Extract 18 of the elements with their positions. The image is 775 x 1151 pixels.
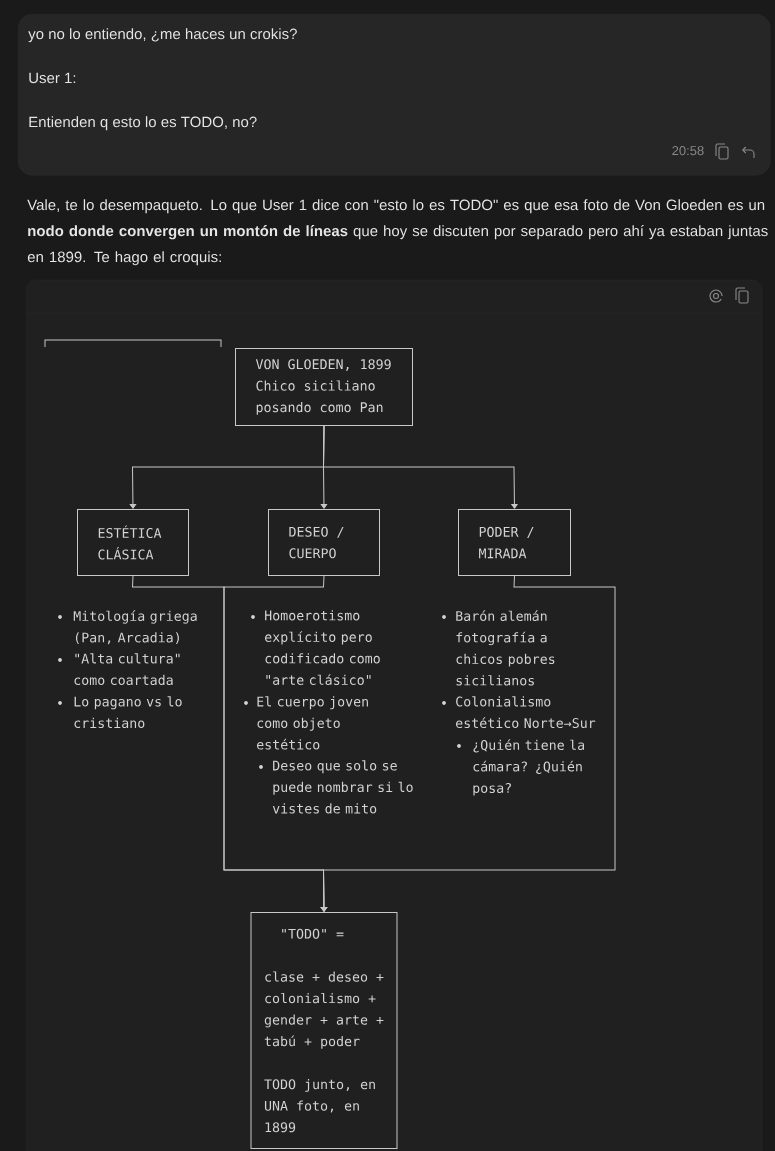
reply-paragraph: Vale, te lo desempaqueto. Lo que User 1 dice con "esto lo es TODO" es que esa foto de Von Gloeden es un nodo donde convergen un montón de líneas que hoy se discuten por separado pero ahí ya estaban juntas en 1899. Te hago el croquis: (27, 199, 768, 266)
bullet-text: ¿Quién tiene la cámara? ¿Quién posa? (473, 739, 584, 796)
process-box: VON GLOEDEN, 1899 Chico siciliano posando como Pan (235, 348, 413, 426)
process-box: ESTÉTICA CLÁSICA (77, 509, 189, 576)
connector-arrow (320, 575, 616, 912)
bullet-text: Deseo que solo se puede nombrar si lo vistes de mito (272, 760, 413, 814)
message-bubble: yo no lo entiendo, ¿me haces un crokis? User 1: Entienden q esto lo es TODO, no? 20:58 (18, 14, 771, 176)
bullet-text: Barón alemán fotografía a chicos pobres sicilianos (456, 610, 555, 686)
process-box: DESEO / CUERPO (268, 509, 380, 576)
connector-arrow (323, 425, 518, 509)
process-box: PODER / MIRADA (458, 509, 571, 576)
bullet-text: Lo pagano vs lo cristiano (74, 696, 182, 729)
process-box: "TODO" = clase + deseo + colonialismo + gender + arte + tabú + poder TODO junto, en UNA foto, en 1899 (250, 912, 398, 1149)
bullet-text: Homoerotismo explícito pero codificado como "arte clásico" (265, 610, 380, 685)
bullet-text: Colonialismo estético Norte→Sur (456, 696, 596, 729)
bullet-text: "Alta cultura" como coartada (74, 653, 180, 686)
bullet-text: El cuerpo joven como objeto estético (257, 696, 368, 750)
bullet-text: Mitología griega (Pan, Arcadia) (73, 610, 197, 645)
